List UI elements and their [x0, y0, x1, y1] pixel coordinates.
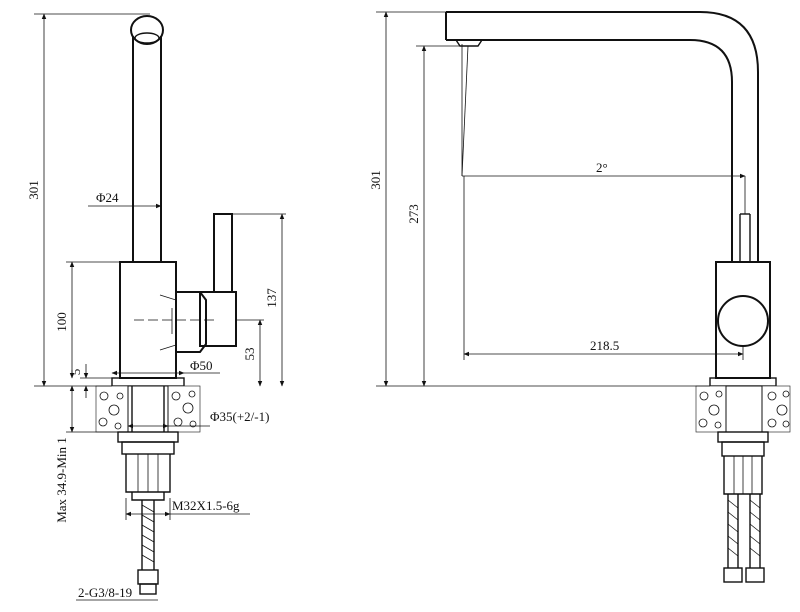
- side-hose: [137, 500, 159, 595]
- side-dim-phi35: Φ35(+2/-1): [210, 409, 269, 424]
- side-dim-301: 301: [26, 180, 41, 200]
- front-spout: [445, 11, 759, 262]
- side-dim-53: 53: [242, 348, 257, 361]
- side-body: [119, 213, 237, 379]
- front-hoses: [723, 494, 765, 583]
- side-dim-phi24: Φ24: [96, 190, 119, 205]
- front-dim-reach: 218.5: [590, 338, 619, 353]
- side-dim-thread: M32X1.5-6g: [172, 498, 240, 513]
- side-mounting-nut: [117, 431, 179, 501]
- side-base-ring: [111, 377, 185, 387]
- side-dim-100: 100: [54, 312, 69, 332]
- front-body: [715, 261, 771, 379]
- front-base-ring: [709, 377, 777, 387]
- side-countertop: [95, 385, 201, 433]
- front-dim-angle: 2°: [596, 160, 608, 175]
- front-view: 301 273 2° 218.5: [368, 11, 791, 583]
- side-view: 301 Φ24 100 137 53 Φ50 5 Φ35(+2/-1) Max: [26, 13, 286, 601]
- front-countertop: [695, 385, 791, 433]
- front-dim-301: 301: [368, 170, 383, 190]
- side-dim-deck-thickness: Max 34.9-Min 1: [54, 437, 69, 523]
- side-dim-phi50: Φ50: [190, 358, 213, 373]
- front-mounting-nut: [717, 431, 769, 495]
- side-dim-hose-connector: 2-G3/8-19: [78, 585, 132, 600]
- side-spout: [130, 15, 164, 262]
- side-dim-137: 137: [264, 288, 279, 308]
- front-dim-273: 273: [406, 204, 421, 224]
- side-dim-5: 5: [68, 369, 83, 376]
